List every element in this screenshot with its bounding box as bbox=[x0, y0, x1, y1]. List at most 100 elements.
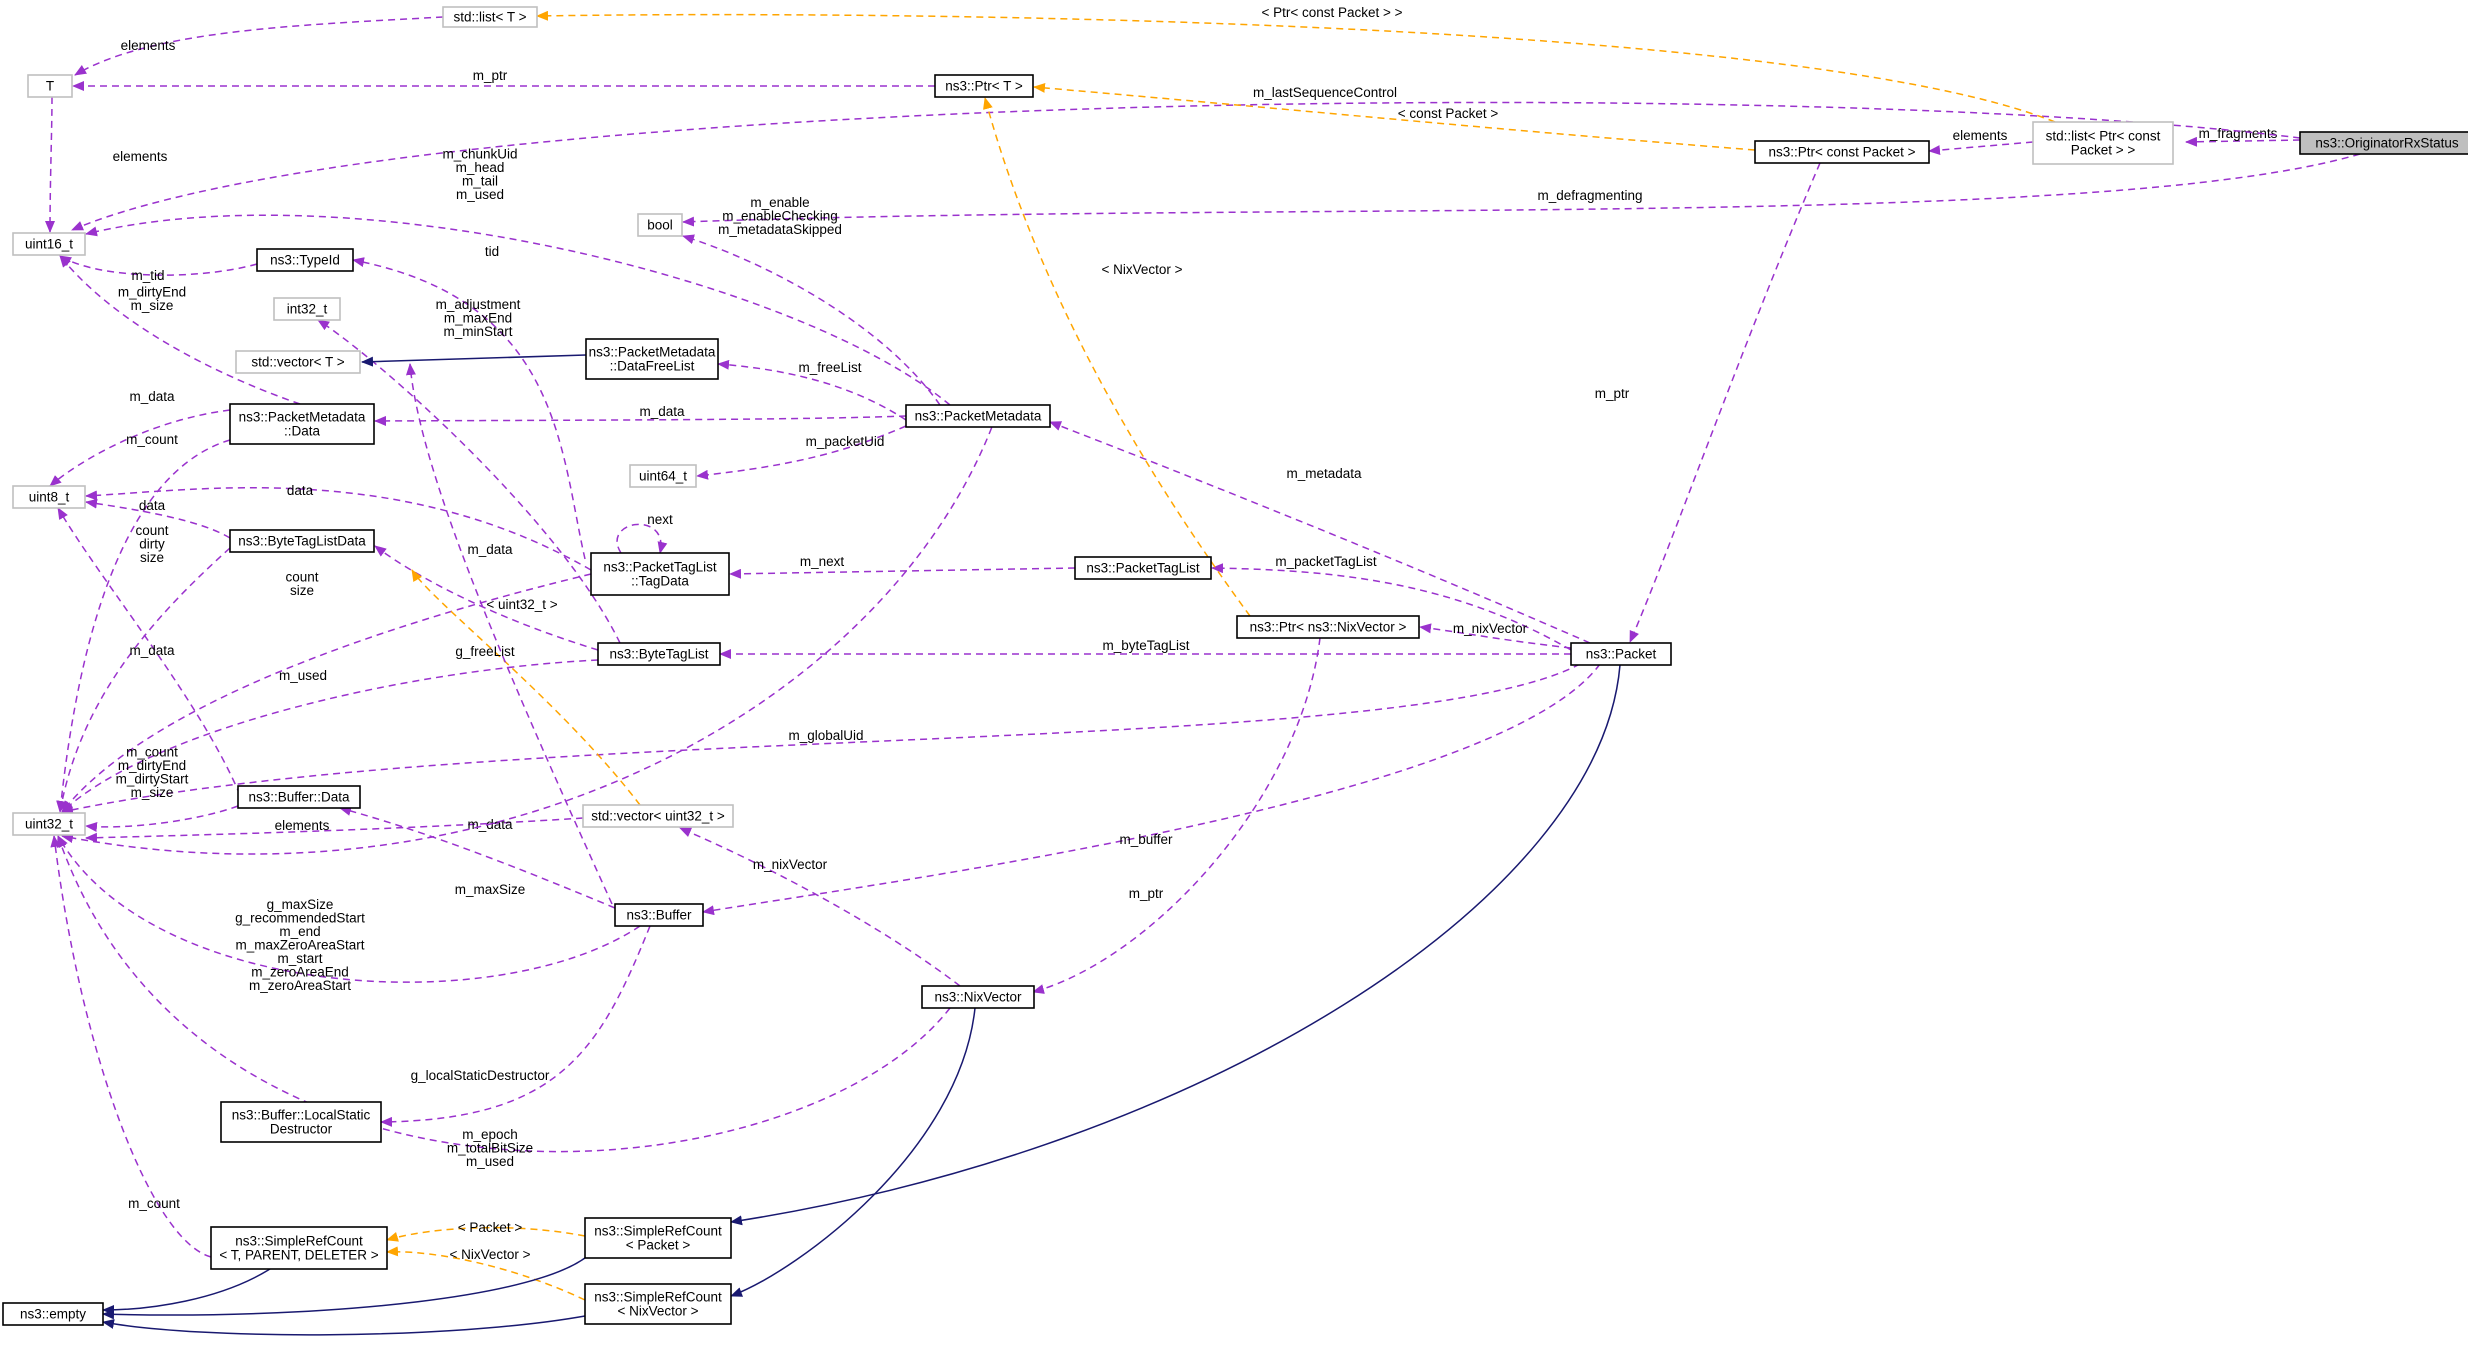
member-edge bbox=[696, 425, 907, 480]
edge-label: m_used bbox=[279, 668, 327, 683]
edge-label: m_maxSize bbox=[455, 882, 526, 897]
edge-label: m_data bbox=[639, 404, 685, 419]
edge-label: m_metadata bbox=[1286, 466, 1362, 481]
node-nix[interactable]: ns3::NixVector bbox=[921, 985, 1035, 1009]
node-label: ns3::PacketMetadata bbox=[915, 409, 1042, 424]
node-label: ns3::Ptr< const Packet > bbox=[1768, 145, 1915, 160]
edge-label: m_ptr bbox=[1129, 886, 1164, 901]
edge-label: m_nixVector bbox=[753, 857, 828, 872]
edge-label: m_ptr bbox=[1595, 386, 1630, 401]
node-vecT: std::vector< T > bbox=[235, 350, 361, 374]
template-edge bbox=[386, 1226, 586, 1242]
member-edge bbox=[717, 359, 907, 421]
node-btld[interactable]: ns3::ByteTagListData bbox=[229, 529, 375, 553]
member-edge bbox=[45, 96, 56, 233]
node-box bbox=[2, 1302, 104, 1326]
node-pm[interactable]: ns3::PacketMetadata bbox=[905, 404, 1051, 428]
inherit-edge bbox=[730, 664, 1621, 1226]
node-label: T bbox=[46, 79, 54, 94]
member-edge bbox=[71, 101, 2301, 231]
node-ptltd[interactable]: ns3::PacketTagList::TagData bbox=[590, 552, 730, 596]
edge-label: elements bbox=[1953, 128, 2008, 143]
node-label: bool bbox=[647, 218, 673, 233]
edge-label: m_packetTagList bbox=[1275, 554, 1377, 569]
node-label: uint64_t bbox=[639, 469, 687, 484]
template-edge bbox=[536, 10, 2056, 123]
node-label: ns3::SimpleRefCount< NixVector > bbox=[594, 1290, 722, 1319]
node-box bbox=[614, 903, 704, 927]
template-edge bbox=[411, 569, 641, 806]
edge-label: m_count bbox=[126, 432, 178, 447]
node-buffer[interactable]: ns3::Buffer bbox=[614, 903, 704, 927]
member-edge bbox=[57, 835, 641, 983]
template-edge bbox=[386, 1246, 586, 1301]
node-btl[interactable]: ns3::ByteTagList bbox=[597, 642, 721, 666]
node-srcP[interactable]: ns3::SimpleRefCount< Packet > bbox=[584, 1217, 732, 1259]
member-edge bbox=[56, 835, 951, 1153]
node-box bbox=[637, 213, 683, 237]
member-edge bbox=[85, 487, 592, 571]
node-empty[interactable]: ns3::empty bbox=[2, 1302, 104, 1326]
node-bool: bool bbox=[637, 213, 683, 237]
edge-label: m_buffer bbox=[1119, 832, 1173, 847]
node-box bbox=[256, 248, 354, 272]
node-label: ns3::PacketMetadata::DataFreeList bbox=[589, 345, 716, 374]
edge-label: m_data bbox=[467, 542, 513, 557]
node-label: ns3::PacketMetadata::Data bbox=[239, 410, 366, 439]
node-label: ns3::PacketTagList::TagData bbox=[603, 560, 717, 589]
node-label: ns3::OriginatorRxStatus bbox=[2315, 136, 2459, 151]
node-label: std::list< T > bbox=[453, 10, 526, 25]
node-label: ns3::Buffer bbox=[626, 908, 692, 923]
node-label: ns3::SimpleRefCount< Packet > bbox=[594, 1224, 722, 1253]
inherit-edge bbox=[361, 354, 587, 367]
node-ptrnix[interactable]: ns3::Ptr< ns3::NixVector > bbox=[1236, 615, 1420, 639]
node-box bbox=[12, 812, 86, 836]
node-box bbox=[2032, 121, 2174, 165]
node-ptrT[interactable]: ns3::Ptr< T > bbox=[934, 74, 1034, 98]
member-edge bbox=[1629, 162, 1821, 643]
edge-label: < NixVector > bbox=[1101, 262, 1182, 277]
node-typeid[interactable]: ns3::TypeId bbox=[256, 248, 354, 272]
node-box bbox=[584, 1217, 732, 1259]
node-root[interactable]: ns3::OriginatorRxStatus bbox=[2299, 131, 2468, 155]
node-box bbox=[1754, 140, 1930, 164]
member-edge bbox=[1211, 563, 1572, 651]
member-edge bbox=[1928, 141, 2034, 156]
edge-label: m_count bbox=[128, 1196, 180, 1211]
node-ptl[interactable]: ns3::PacketTagList bbox=[1074, 556, 1212, 580]
node-box bbox=[229, 529, 375, 553]
member-edge bbox=[49, 409, 231, 487]
edge-label: m_defragmenting bbox=[1537, 188, 1642, 203]
member-edge bbox=[679, 827, 961, 987]
node-ptrPacket[interactable]: ns3::Ptr< const Packet > bbox=[1754, 140, 1930, 164]
template-edge bbox=[1033, 82, 1756, 151]
edge-label: m_lastSequenceControl bbox=[1253, 85, 1397, 100]
edge-label: data bbox=[139, 498, 166, 513]
template-edge bbox=[983, 97, 1251, 617]
edge-label: m_nixVector bbox=[1453, 621, 1528, 636]
node-int32: int32_t bbox=[273, 297, 341, 321]
member-edge bbox=[1049, 421, 1591, 644]
node-pmdata[interactable]: ns3::PacketMetadata::Data bbox=[229, 403, 375, 445]
node-box bbox=[442, 6, 538, 28]
node-box bbox=[905, 404, 1051, 428]
node-packet[interactable]: ns3::Packet bbox=[1570, 642, 1672, 666]
node-uint8: uint8_t bbox=[12, 485, 86, 509]
node-srcN[interactable]: ns3::SimpleRefCount< NixVector > bbox=[584, 1283, 732, 1325]
node-bufdata[interactable]: ns3::Buffer::Data bbox=[237, 785, 361, 809]
member-edge bbox=[682, 234, 941, 406]
member-edge bbox=[57, 507, 241, 796]
node-box bbox=[1570, 642, 1672, 666]
edge-label: m_packetUid bbox=[806, 434, 885, 449]
node-srcT[interactable]: ns3::SimpleRefCount< T, PARENT, DELETER … bbox=[210, 1226, 388, 1270]
node-uint16: uint16_t bbox=[12, 232, 86, 256]
edge-layer: m_fragmentsm_lastSequenceControlm_defrag… bbox=[45, 5, 2361, 1336]
node-dfl[interactable]: ns3::PacketMetadata::DataFreeList bbox=[585, 338, 719, 380]
node-box bbox=[229, 403, 375, 445]
member-edge bbox=[339, 806, 616, 909]
